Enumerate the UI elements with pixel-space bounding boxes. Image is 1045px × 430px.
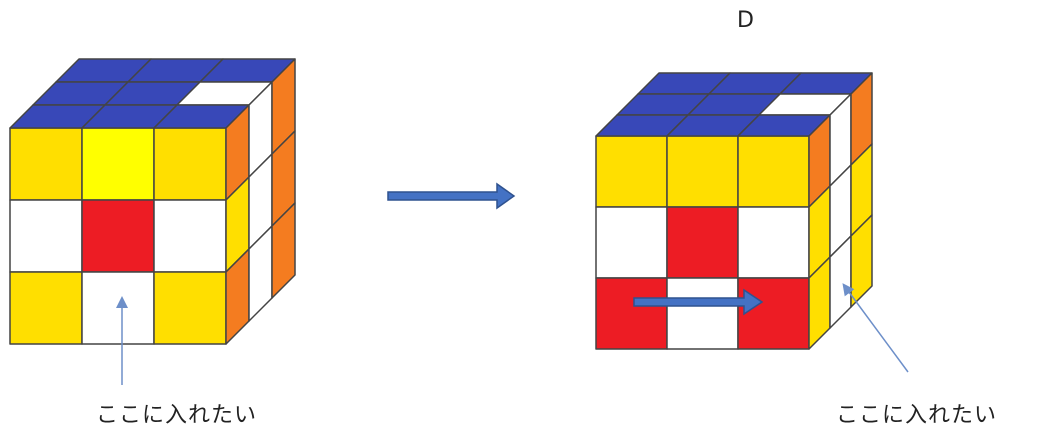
front-sticker — [666, 135, 739, 208]
front-sticker — [666, 277, 739, 350]
front-sticker — [737, 206, 810, 279]
caption-left: ここに入れたい — [96, 403, 258, 428]
caption-right: ここに入れたい — [836, 403, 998, 428]
front-sticker — [81, 199, 155, 273]
front-sticker — [595, 277, 668, 350]
cube-after — [595, 72, 873, 350]
front-sticker — [9, 271, 83, 345]
transition-arrow — [387, 182, 516, 210]
front-sticker — [81, 127, 155, 201]
move-label: D — [737, 8, 754, 33]
right-sticker — [271, 202, 296, 299]
cube-before — [9, 58, 296, 345]
front-sticker — [595, 206, 668, 279]
front-sticker — [9, 199, 83, 273]
front-sticker — [9, 127, 83, 201]
front-sticker — [153, 199, 227, 273]
front-sticker — [737, 135, 810, 208]
front-sticker — [153, 127, 227, 201]
front-sticker — [737, 277, 810, 350]
front-sticker — [81, 271, 155, 345]
slide-arrow — [633, 288, 764, 316]
front-sticker — [595, 135, 668, 208]
pointer-line-right — [842, 283, 909, 373]
front-sticker — [666, 206, 739, 279]
front-sticker — [153, 271, 227, 345]
